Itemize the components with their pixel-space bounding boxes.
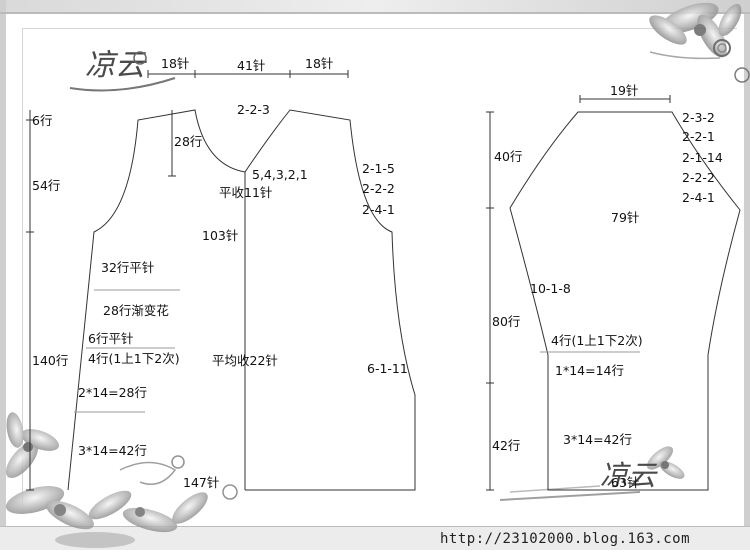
body-top-center-stitches: 41针 — [237, 58, 265, 73]
body-width-stitches: 103针 — [202, 228, 238, 243]
sleeve-piece — [486, 95, 741, 491]
body-top-left-stitches: 18针 — [161, 56, 189, 71]
sleeve-bottom-stitches: 63针 — [611, 475, 639, 490]
body-formula-2: 3*14=42行 — [78, 443, 147, 458]
body-labels: 18针 41针 18针 6行 54行 140行 28行 2-2-3 5,4,3,… — [32, 56, 408, 490]
sleeve-rows-42: 42行 — [492, 438, 520, 453]
logo-top-left: 凉云 — [69, 48, 176, 92]
body-pattern-4rows: 4行(1上1下2次) — [88, 351, 180, 366]
body-outline — [67, 109, 416, 491]
body-pattern-flat6: 6行平针 — [88, 331, 133, 346]
body-rows-6: 6行 — [32, 113, 52, 128]
sleeve-formula-1: 1*14=14行 — [555, 363, 624, 378]
body-shoulder-seq-3: 2-4-1 — [362, 202, 395, 217]
sleeve-top-stitches: 19针 — [610, 83, 638, 98]
body-formula-1: 2*14=28行 — [78, 385, 147, 400]
sleeve-cap-seq-4: 2-2-2 — [682, 170, 715, 185]
body-bind-off: 平收11针 — [219, 185, 272, 200]
sleeve-cap-seq-2: 2-2-1 — [682, 129, 715, 144]
body-rows-54: 54行 — [32, 178, 60, 193]
body-bottom-stitches: 147针 — [183, 475, 219, 490]
body-armhole-rows: 28行 — [174, 134, 202, 149]
sleeve-width-stitches: 79针 — [611, 210, 639, 225]
sleeve-formula-2: 3*14=42行 — [563, 432, 632, 447]
body-side-seq: 6-1-11 — [367, 361, 408, 376]
body-pattern-gradient: 28行渐变花 — [103, 303, 169, 318]
body-top-right-stitches: 18针 — [305, 56, 333, 71]
logo-bottom-right: 凉云 — [600, 459, 658, 492]
body-piece — [26, 70, 416, 491]
sleeve-outline — [509, 111, 741, 491]
svg-text:凉云: 凉云 — [600, 459, 658, 492]
sleeve-cap-seq-5: 2-4-1 — [682, 190, 715, 205]
body-shoulder-seq-1: 2-1-5 — [362, 161, 395, 176]
body-neck-decrease: 2-2-3 — [237, 102, 270, 117]
sleeve-rows-40: 40行 — [494, 149, 522, 164]
sleeve-pattern-4rows: 4行(1上1下2次) — [551, 333, 643, 348]
sleeve-cap-seq-1: 2-3-2 — [682, 110, 715, 125]
sleeve-rows-80: 80行 — [492, 314, 520, 329]
body-shoulder-seq-2: 2-2-2 — [362, 181, 395, 196]
sleeve-cap-seq-3: 2-1-14 — [682, 150, 723, 165]
body-pattern-flat: 32行平针 — [101, 260, 154, 275]
footer-url: http://23102000.blog.163.com — [440, 531, 690, 547]
flower-decoration-bottom-right — [499, 446, 685, 501]
body-decrease-mid: 平均收22针 — [212, 353, 278, 368]
sleeve-side-seq: 10-1-8 — [530, 281, 571, 296]
flower-decoration-bottom-left — [5, 412, 238, 548]
body-rows-140: 140行 — [32, 353, 68, 368]
body-neck-sequence: 5,4,3,2,1 — [252, 167, 308, 182]
sleeve-labels: 19针 40行 80行 42行 2-3-2 2-2-1 2-1-14 2-2-2… — [492, 83, 723, 490]
flower-decoration-top-right — [649, 2, 750, 83]
